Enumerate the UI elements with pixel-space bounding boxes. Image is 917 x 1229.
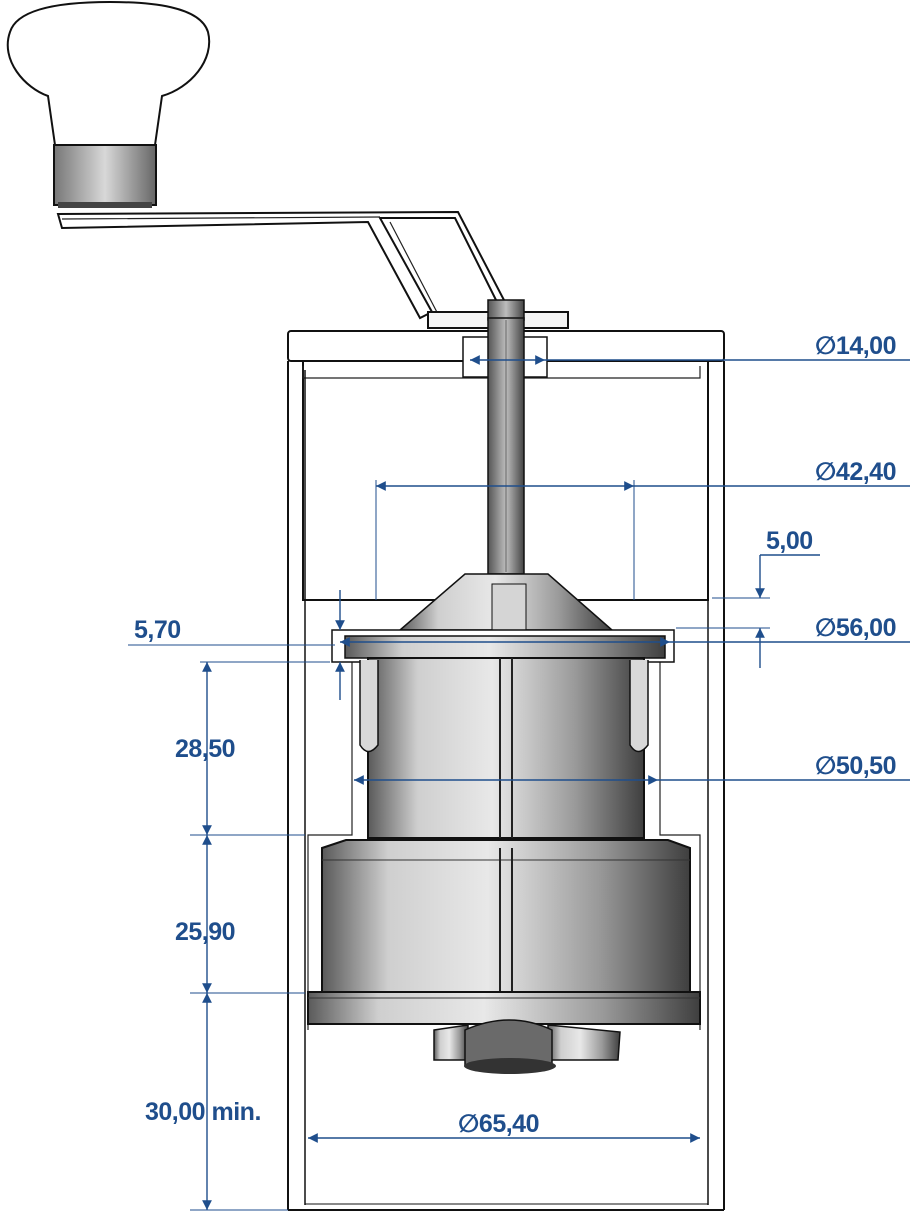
dim-offset-height-label: 5,00 xyxy=(766,527,813,555)
dim-shaft-diameter-label: ∅14,00 xyxy=(815,332,896,360)
dim-bottom-clearance-label: 30,00 min. xyxy=(145,1098,261,1126)
dim-flange-diameter-label: ∅56,00 xyxy=(815,614,896,642)
dimension-labels: ∅14,00 ∅42,40 5,00 ∅56,00 5,70 28,50 ∅50… xyxy=(134,332,896,1138)
crank-knob xyxy=(6,0,211,208)
dim-lower-height-label: 25,90 xyxy=(175,918,235,946)
dim-upper-diameter-label: ∅50,50 xyxy=(815,752,896,780)
dim-upper-height-label: 28,50 xyxy=(175,735,235,763)
dim-hopper-diameter-label: ∅42,40 xyxy=(815,458,896,486)
adjustment-nut xyxy=(433,1019,621,1074)
lower-burr-housing xyxy=(307,839,701,1025)
dim-base-diameter-label: ∅65,40 xyxy=(458,1110,539,1138)
drive-shaft xyxy=(487,299,525,575)
grinder-cone-top xyxy=(397,573,614,631)
dimension-lines xyxy=(128,355,910,1211)
dim-flange-thickness-label: 5,70 xyxy=(134,616,181,644)
upper-burr-housing xyxy=(359,657,649,839)
